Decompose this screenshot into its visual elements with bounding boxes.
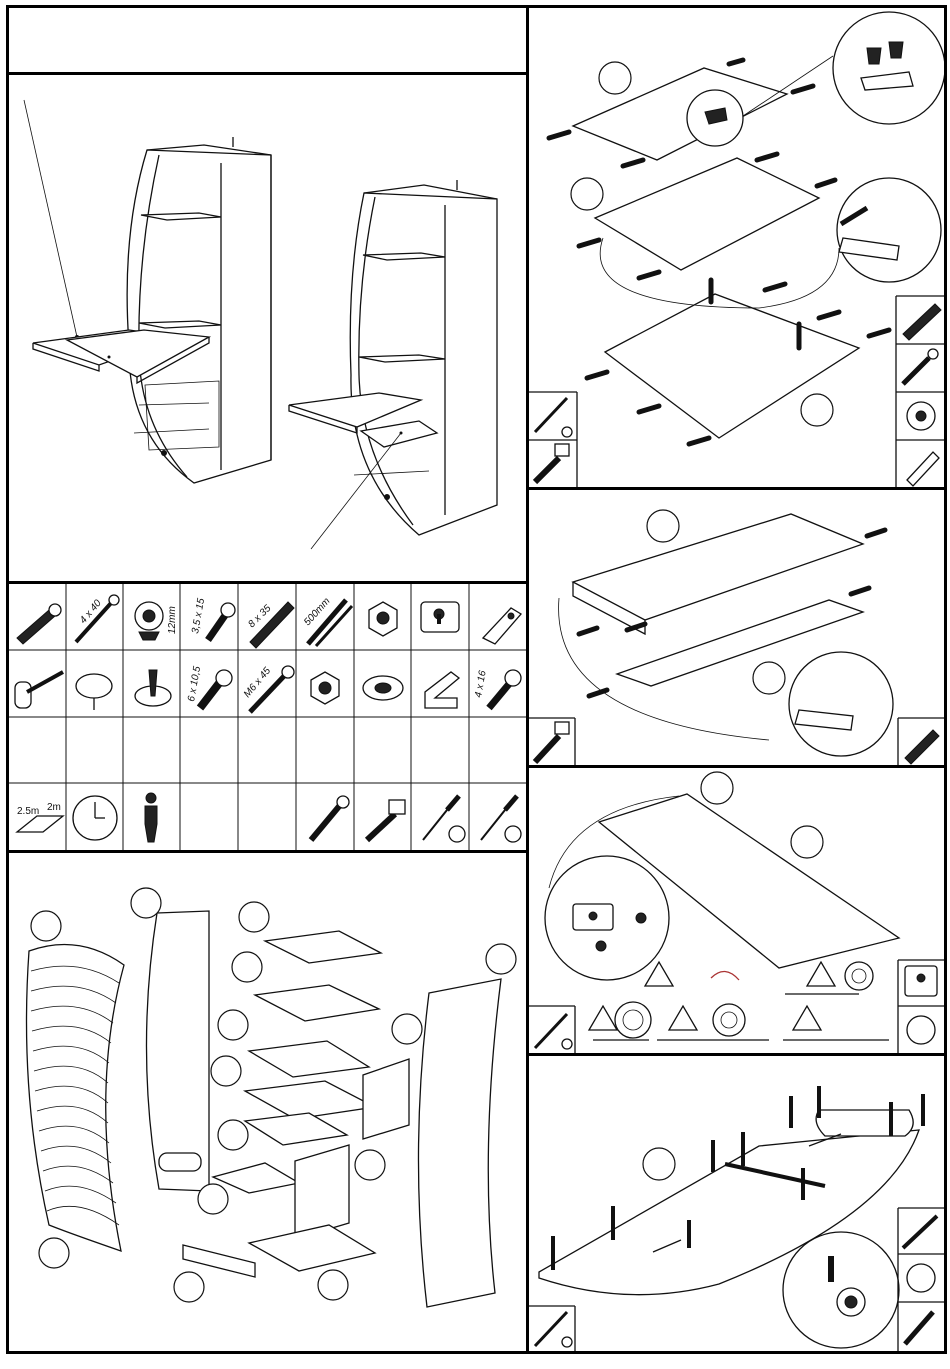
box-wrench-icon [311, 796, 349, 840]
cam-lock-icon [907, 1264, 935, 1292]
step-panel-2 [526, 487, 947, 768]
hw-wooden-dowel-icon: 8 x 35 [246, 602, 294, 648]
detail-cam-lock [833, 12, 944, 124]
hw-lock-plate-icon [421, 602, 459, 632]
hw-label-4x40: 4 x 40 [78, 598, 104, 626]
warning-triangle-1 [645, 962, 673, 986]
area-width-label: 2.5m [17, 806, 39, 817]
door-panel [295, 1145, 349, 1239]
screw-icon [905, 1312, 933, 1344]
right-side-panel [418, 979, 501, 1307]
hardware-grid: 4 x 40 12mm 3,5 x 15 8 x 35 500mm [9, 584, 526, 850]
hammer-icon [367, 800, 405, 840]
curved-back-panel [27, 945, 125, 1251]
hw-drawer-rail-icon: 500mm [302, 596, 352, 646]
step-panel-3 [526, 765, 947, 1056]
roll-symbol-2 [713, 1004, 745, 1036]
shelf-1 [265, 931, 381, 963]
hw-cam-lock-icon: 12mm [135, 602, 178, 640]
screwdriver-icon [535, 398, 567, 432]
small-shelf [213, 1163, 299, 1193]
drawer-rail-icon [903, 1216, 937, 1248]
hw-hex-nut-icon [369, 602, 397, 636]
hw-lock-nut-icon [311, 672, 339, 704]
shelf-5 [245, 1113, 347, 1145]
assembled-cabinets-illustration [9, 75, 526, 581]
hw-bracket-clip-icon [483, 608, 521, 644]
floor-area-icon: 2.5m 2m [17, 802, 63, 832]
hammer-icon [535, 736, 559, 762]
hw-washer-icon [363, 676, 403, 700]
step-3-illustration [529, 768, 944, 1053]
warning-triangle-5 [793, 1006, 821, 1030]
screwdriver-phillips-icon [423, 796, 465, 842]
hammer-icon [535, 458, 559, 482]
hw-hinge-pin-icon [135, 670, 171, 706]
hw-label-3-5x15: 3,5 x 15 [190, 597, 207, 634]
wooden-dowel-icon [905, 730, 939, 764]
step-1-illustration [529, 8, 944, 487]
cabinet-open-view [33, 137, 271, 483]
wooden-dowel-icon [903, 304, 941, 340]
dowel-pin-icon [903, 358, 929, 384]
hw-key-icon [15, 672, 63, 708]
hw-short-screw-icon: 3,5 x 15 [190, 597, 235, 640]
one-person-icon [145, 793, 157, 842]
hw-angle-bracket-icon [425, 672, 459, 708]
hw-furniture-glide-icon [76, 674, 112, 710]
area-depth-label: 2m [47, 802, 61, 813]
shelf-3 [249, 1041, 369, 1077]
shelf-2 [255, 985, 379, 1021]
step-4-illustration [529, 1056, 944, 1351]
step-2-illustration [529, 490, 944, 765]
hw-long-screw-icon: 4 x 40 [76, 595, 119, 642]
handle-cutout [159, 1153, 201, 1171]
hw-label-6x10-5: 6 x 10,5 [186, 665, 203, 702]
clock-icon [73, 796, 117, 840]
warning-triangle-2 [589, 1006, 617, 1030]
detail-cam-orientation [783, 1232, 899, 1348]
roll-symbol-3 [845, 962, 873, 990]
hw-screw-6x10-icon: 6 x 10,5 [186, 665, 232, 708]
bottom-panel [249, 1225, 375, 1271]
cam-lock-icon [907, 1016, 935, 1044]
bracket-clip-icon [907, 452, 939, 486]
step-panel-1 [526, 5, 947, 490]
hw-label-4x16: 4 x 16 [473, 669, 489, 698]
exploded-parts-illustration [9, 853, 526, 1351]
warning-triangle-3 [669, 1006, 697, 1030]
overview-panel [6, 72, 529, 584]
exploded-view-panel [6, 850, 529, 1354]
left-side-panel [146, 911, 209, 1191]
warning-triangle-4 [807, 962, 835, 986]
screwdriver-flat-icon [481, 796, 521, 842]
hardware-panel: 4 x 40 12mm 3,5 x 15 8 x 35 500mm [6, 581, 529, 853]
hw-label-12mm: 12mm [167, 606, 178, 634]
cabinet-closed-view [289, 180, 497, 549]
roll-symbol-1 [615, 1002, 651, 1038]
hw-screw-4x16-icon: 4 x 16 [473, 669, 521, 708]
hw-bolt-m6-icon: M6 x 45 [242, 665, 294, 712]
detail-hammer [837, 178, 941, 282]
step-panel-4 [526, 1053, 947, 1354]
handle-slot [816, 1110, 913, 1136]
detail-hammer-2 [789, 652, 893, 756]
back-rail [363, 1059, 409, 1139]
board-b [595, 158, 819, 270]
hw-dowel-pin-icon [17, 604, 61, 644]
header-panel [6, 5, 529, 75]
